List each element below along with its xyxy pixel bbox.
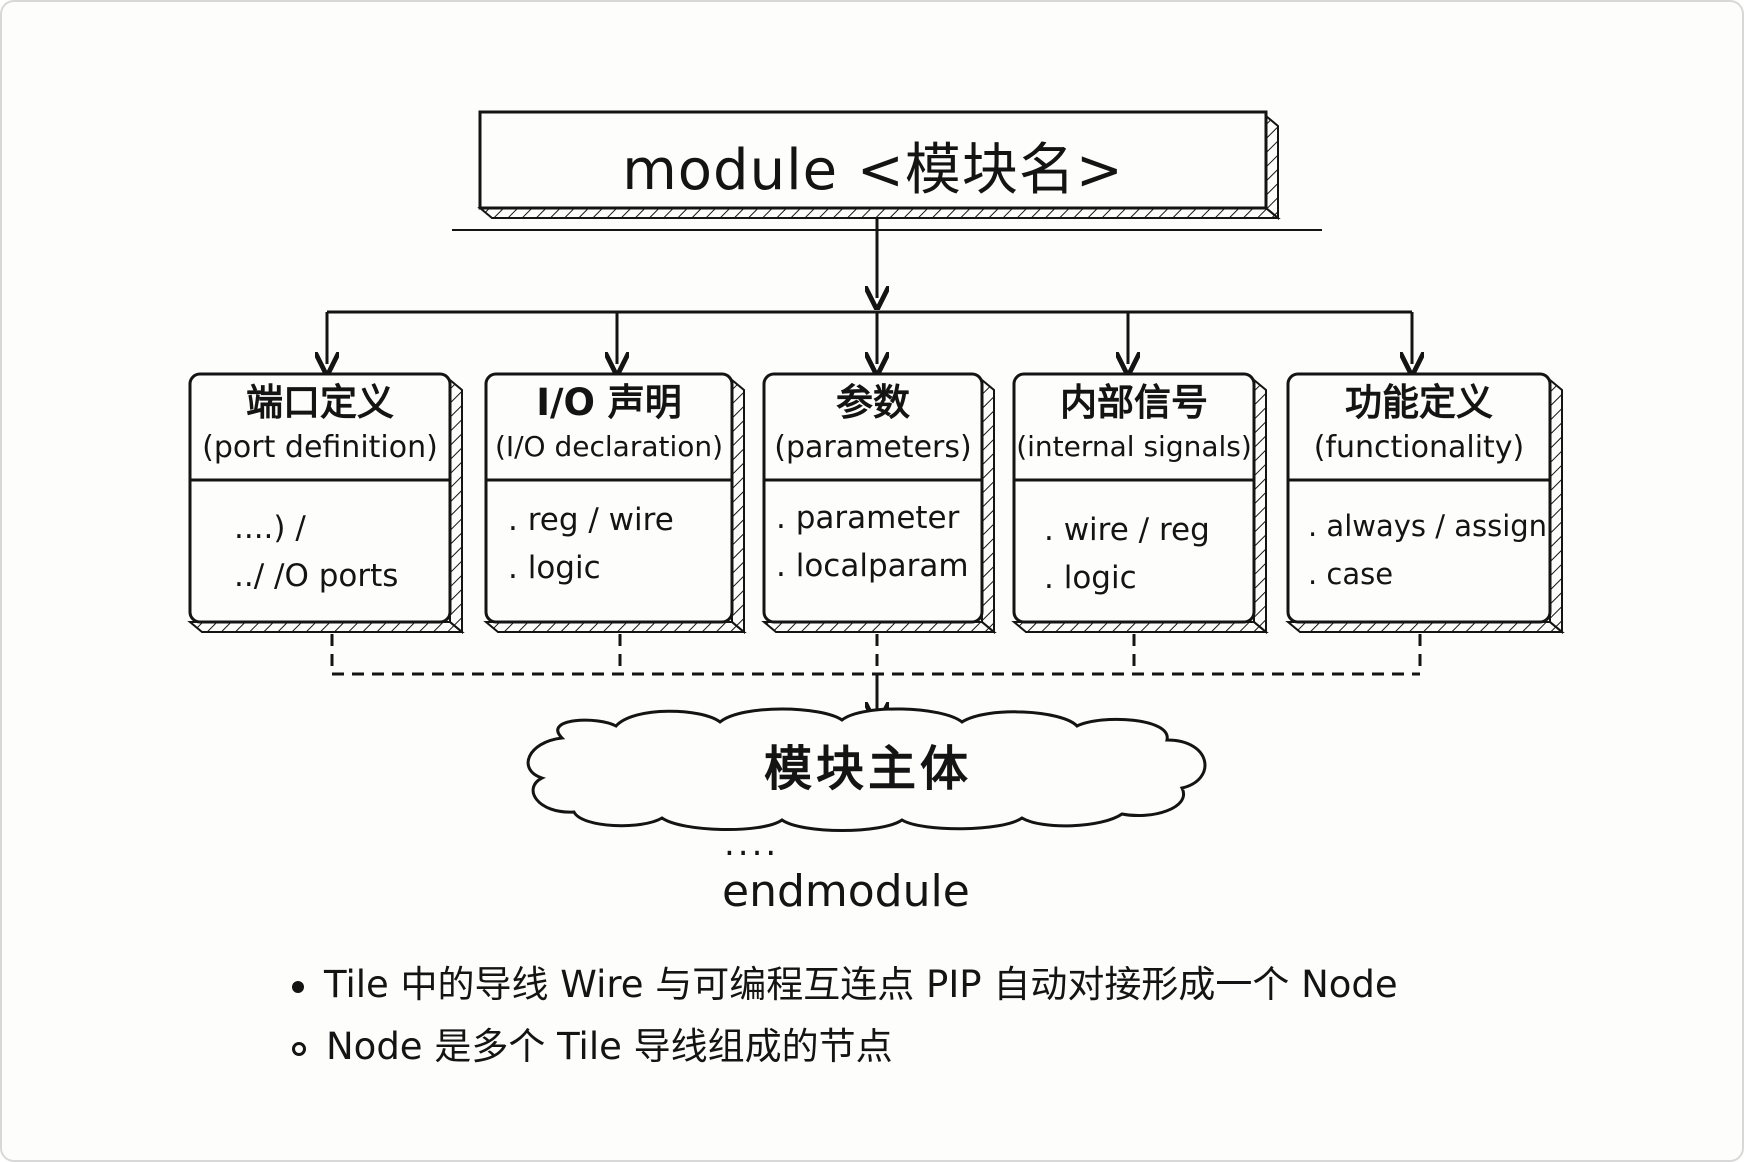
box-frame-io xyxy=(483,372,747,635)
dashed-connectors xyxy=(330,634,1422,676)
box-io-declaration-items: . reg / wire . logic xyxy=(508,496,674,592)
box-port-definition-items: ....) / ../ /O ports xyxy=(234,504,398,600)
box-item: . parameter xyxy=(776,500,960,536)
box-io-declaration-en: (I/O declaration) xyxy=(494,429,724,463)
endmodule-label: endmodule xyxy=(722,866,970,917)
box-io-declaration-cn: I/O 声明 xyxy=(536,381,682,424)
box-frame-signals xyxy=(1011,372,1269,635)
note-text: Node 是多个 Tile 导线组成的节点 xyxy=(326,1025,893,1068)
note-item: Node 是多个 Tile 导线组成的节点 xyxy=(292,1016,893,1070)
box-port-definition-header: 端口定义 (port definition) xyxy=(190,381,450,465)
box-item: . logic xyxy=(508,550,601,586)
box-internal-signals-en: (internal signals) xyxy=(1016,429,1252,463)
box-functionality-header: 功能定义 (functionality) xyxy=(1288,381,1550,465)
box-item: . logic xyxy=(1044,560,1137,596)
note-text: Tile 中的导线 Wire 与可编程互连点 PIP 自动对接形成一个 Node xyxy=(324,963,1398,1006)
box-functionality-cn: 功能定义 xyxy=(1345,381,1493,424)
box-item: . case xyxy=(1308,557,1394,591)
title-box xyxy=(452,110,1322,231)
box-io-declaration-header: I/O 声明 (I/O declaration) xyxy=(486,381,732,463)
box-item: . localparam xyxy=(776,548,969,584)
box-parameters-en: (parameters) xyxy=(774,429,972,465)
box-internal-signals-items: . wire / reg . logic xyxy=(1044,506,1210,602)
note-item: Tile 中的导线 Wire 与可编程互连点 PIP 自动对接形成一个 Node xyxy=(292,954,1398,1008)
box-port-definition-cn: 端口定义 xyxy=(246,381,394,424)
box-frame-port xyxy=(187,372,465,635)
box-item: ....) / xyxy=(234,510,306,546)
box-item: ../ /O ports xyxy=(234,558,399,594)
bullet-icon xyxy=(292,980,304,993)
top-connectors xyxy=(327,218,1412,364)
box-parameters-cn: 参数 xyxy=(836,381,910,424)
box-internal-signals-header: 内部信号 (internal signals) xyxy=(1014,381,1254,463)
box-item: . reg / wire xyxy=(508,502,674,538)
box-item: . always / assign xyxy=(1308,509,1548,543)
box-frame-params xyxy=(761,372,997,635)
bullet-icon xyxy=(292,1041,306,1056)
box-functionality-en: (functionality) xyxy=(1313,429,1525,465)
box-functionality-items: . always / assign . case xyxy=(1308,502,1547,598)
body-cloud xyxy=(526,707,1207,832)
box-item: . wire / reg xyxy=(1044,512,1210,548)
module-body-label: 模块主体 xyxy=(763,741,972,797)
box-frame-function xyxy=(1285,372,1565,635)
box-parameters-items: . parameter . localparam xyxy=(776,494,969,590)
box-internal-signals-cn: 内部信号 xyxy=(1060,381,1208,424)
module-title: module <模块名> xyxy=(622,137,1124,203)
ellipsis-text: .... xyxy=(724,824,780,864)
box-parameters-header: 参数 (parameters) xyxy=(764,381,982,465)
box-port-definition-en: (port definition) xyxy=(202,429,438,465)
